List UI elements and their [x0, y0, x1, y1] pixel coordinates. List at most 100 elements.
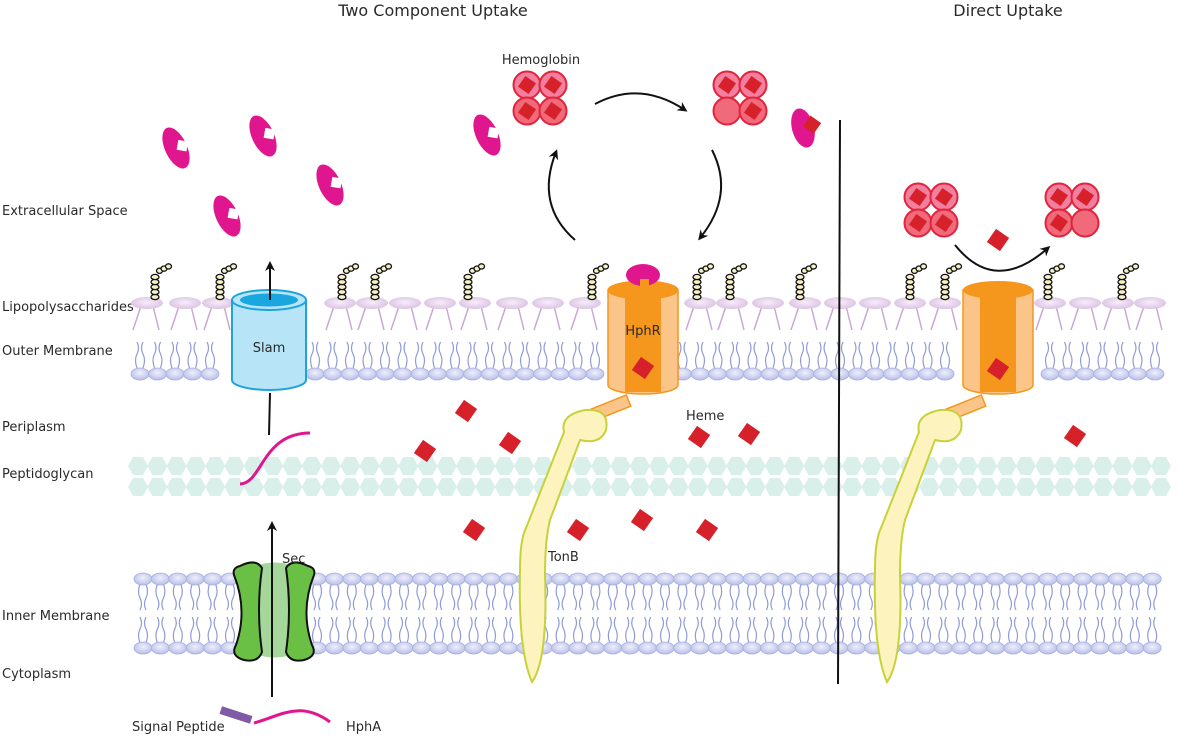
lipid-tail: [1114, 341, 1120, 369]
label-outer-membrane: Outer Membrane: [2, 344, 113, 359]
title-two-component-uptake: Two Component Uptake: [337, 1, 528, 20]
peptidoglycan-unit: [842, 478, 863, 496]
lps-stem: [790, 305, 800, 331]
lipid-tail: [572, 341, 577, 369]
lipid-head: [133, 572, 153, 586]
lipid-head: [690, 572, 710, 586]
lipid-tail: [764, 341, 770, 369]
lipid-tail: [1062, 341, 1067, 369]
lipid-tail: [467, 341, 472, 369]
peptidoglycan-unit: [128, 457, 148, 475]
lipid-tail: [346, 616, 351, 644]
peptidoglycan-unit: [687, 457, 708, 475]
lipid-tail: [875, 341, 881, 369]
hemoglobin-label: Hemoglobin: [502, 53, 580, 68]
lipid-head: [551, 641, 570, 655]
lipid-head: [1055, 572, 1075, 586]
lipid-tail: [920, 583, 926, 611]
lipid-head: [951, 572, 971, 586]
lipid-tail: [315, 341, 321, 369]
lipid-tail: [887, 341, 892, 369]
lps-sugar: [706, 263, 715, 270]
lipid-head: [968, 572, 988, 586]
lipid-tail: [938, 583, 943, 611]
lps-head: [1034, 297, 1066, 309]
lipid-tail: [1149, 341, 1155, 369]
lipid-tail: [381, 583, 386, 611]
lipid-tail: [155, 616, 160, 644]
peptidoglycan-unit: [128, 478, 148, 496]
heme-molecule: [934, 187, 954, 207]
lps-stem: [1155, 305, 1163, 331]
lipid-tail: [659, 616, 665, 644]
peptidoglycan-unit: [822, 457, 843, 475]
lipid-tail: [596, 616, 601, 644]
lipid-head: [568, 641, 588, 655]
lipid-head: [185, 572, 205, 586]
lipid-tail: [1100, 616, 1106, 644]
lipid-tail: [561, 583, 566, 611]
heme-molecule: [498, 431, 522, 455]
lipid-head: [743, 367, 762, 381]
lipid-head: [411, 641, 431, 655]
lipid-tail: [857, 583, 862, 611]
lipid-tail: [543, 341, 548, 369]
lipid-tail: [572, 616, 578, 644]
lipid-tail: [781, 583, 786, 611]
peptidoglycan-unit: [668, 478, 689, 496]
peptidoglycan-unit: [977, 457, 998, 475]
heme-molecule: [413, 439, 437, 463]
lps-sugar: [215, 273, 225, 281]
peptidoglycan-unit: [301, 478, 322, 496]
lipid-tail: [589, 341, 595, 369]
lipid-head: [986, 572, 1005, 586]
tonb-label: TonB: [547, 550, 579, 565]
lipid-tail: [311, 583, 317, 611]
peptidoglycan-unit: [282, 478, 303, 496]
lps-sugar: [1043, 273, 1053, 281]
peptidoglycan-unit: [707, 478, 727, 496]
lipid-tail: [175, 341, 181, 369]
lipid-head: [1125, 641, 1145, 655]
lps-stem: [737, 305, 745, 331]
hpha-protein: [316, 164, 344, 206]
lipid-head: [1128, 367, 1147, 381]
lps-head: [169, 297, 201, 309]
lipid-tail: [816, 583, 821, 611]
lipid-tail: [648, 583, 653, 611]
lipid-tail: [311, 616, 317, 644]
peptidoglycan-unit: [649, 457, 670, 475]
lipid-tail: [625, 616, 630, 644]
lipid-tail: [1153, 616, 1158, 644]
lipid-tail: [642, 616, 647, 644]
hemoglobin-tetramer: [903, 182, 959, 238]
lipid-head: [777, 572, 797, 586]
lipid-tail: [473, 341, 478, 369]
lipid-head: [1075, 367, 1095, 381]
lipid-head: [725, 641, 744, 655]
lipid-head: [778, 367, 797, 381]
peptidoglycan-unit: [938, 478, 959, 496]
lipid-tail: [746, 616, 752, 644]
lipid-tail: [422, 583, 427, 611]
lps-head: [789, 297, 821, 309]
peptidoglycan-unit: [417, 457, 438, 475]
peptidoglycan-unit: [1073, 478, 1094, 496]
lipid-tail: [1066, 616, 1071, 644]
heme-molecule: [743, 101, 763, 121]
hpha-body: [249, 115, 277, 157]
lipid-head: [690, 641, 710, 655]
lps-sugar: [477, 263, 486, 270]
lipid-tail: [1153, 583, 1158, 611]
lps-sugar: [1131, 263, 1140, 270]
lipid-head: [1021, 572, 1040, 586]
hpha-protein: [213, 195, 241, 237]
lipid-tail: [210, 341, 216, 369]
heme-molecule: [1075, 187, 1095, 207]
lipid-head: [673, 641, 692, 655]
lipid-tail: [362, 341, 367, 369]
lps-stem: [773, 305, 781, 331]
lps-sugar: [351, 263, 360, 270]
lipid-head: [305, 367, 325, 381]
lipid-head: [148, 367, 167, 381]
